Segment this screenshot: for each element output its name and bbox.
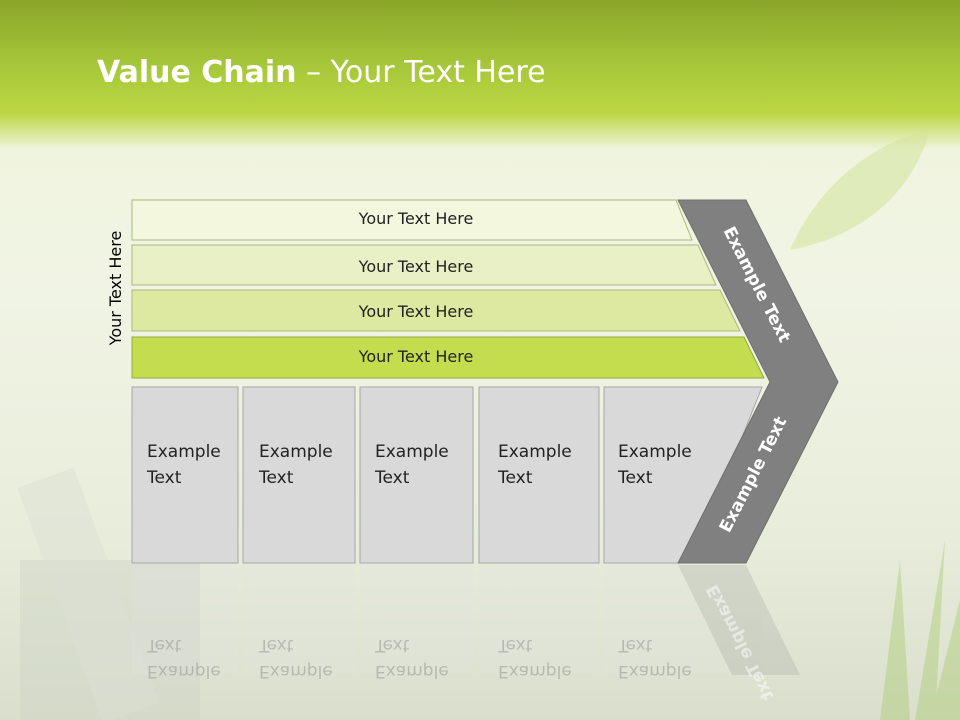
column-label-line2: Text — [498, 468, 533, 488]
column-reflection-label-4: Example Text — [498, 632, 572, 684]
header-band — [0, 0, 960, 150]
column-reflection — [243, 565, 355, 675]
grass-shape — [880, 540, 960, 720]
chevron-reflection — [678, 565, 800, 675]
leaf-shape — [790, 130, 930, 250]
reflection-line2: Text — [498, 635, 533, 655]
reflection-line1: Example — [618, 661, 692, 681]
column-reflection — [132, 565, 238, 675]
reflection-line1: Example — [147, 661, 221, 681]
column-label-3: Example Text — [375, 439, 449, 491]
column-reflection — [604, 565, 740, 675]
column-label-1: Example Text — [147, 439, 221, 491]
column-reflection-label-1: Example Text — [147, 632, 221, 684]
title-bold: Value Chain — [97, 55, 297, 90]
column-reflection-label-3: Example Text — [375, 632, 449, 684]
bar-label-4: Your Text Here — [358, 347, 474, 366]
reflection-line1: Example — [259, 661, 333, 681]
column-label-5: Example Text — [618, 439, 692, 491]
reflection-line2: Text — [618, 635, 653, 655]
reflection-group — [132, 565, 800, 675]
column-label-4: Example Text — [498, 439, 572, 491]
bar-label-2: Your Text Here — [358, 257, 474, 276]
bar-label-3: Your Text Here — [358, 302, 474, 321]
column-shape-3 — [359, 386, 474, 564]
column-label-line2: Text — [375, 468, 410, 488]
column-reflection — [360, 565, 473, 675]
column-label-line2: Text — [147, 468, 182, 488]
column-reflection-label-2: Example Text — [259, 632, 333, 684]
column-reflection — [479, 565, 599, 675]
bar-shape-4 — [131, 336, 765, 379]
column-shape-4 — [478, 386, 600, 564]
column-shape-1 — [131, 386, 239, 564]
column-label-line1: Example — [498, 442, 572, 462]
column-reflection-label-5: Example Text — [618, 632, 692, 684]
reflection-line2: Text — [259, 635, 294, 655]
reflection-line2: Text — [375, 635, 410, 655]
reflection-line1: Example — [498, 661, 572, 681]
column-label-line1: Example — [375, 442, 449, 462]
page-title: Value Chain – Your Text Here — [97, 55, 546, 90]
column-label-line2: Text — [259, 468, 294, 488]
reflection-line1: Example — [375, 661, 449, 681]
chevron-shape — [677, 199, 839, 564]
bar-shape-2 — [131, 244, 717, 286]
column-label-line2: Text — [618, 468, 653, 488]
bar-label-1: Your Text Here — [358, 209, 474, 228]
column-label-line1: Example — [259, 442, 333, 462]
bar-shape-1 — [131, 199, 693, 241]
fence-shape — [17, 467, 160, 720]
column-shape-2 — [242, 386, 356, 564]
column-label-line1: Example — [147, 442, 221, 462]
bar-shape-3 — [131, 289, 741, 332]
column-label-2: Example Text — [259, 439, 333, 491]
reflection-line2: Text — [147, 635, 182, 655]
title-rest: – Your Text Here — [296, 55, 546, 90]
column-label-line1: Example — [618, 442, 692, 462]
